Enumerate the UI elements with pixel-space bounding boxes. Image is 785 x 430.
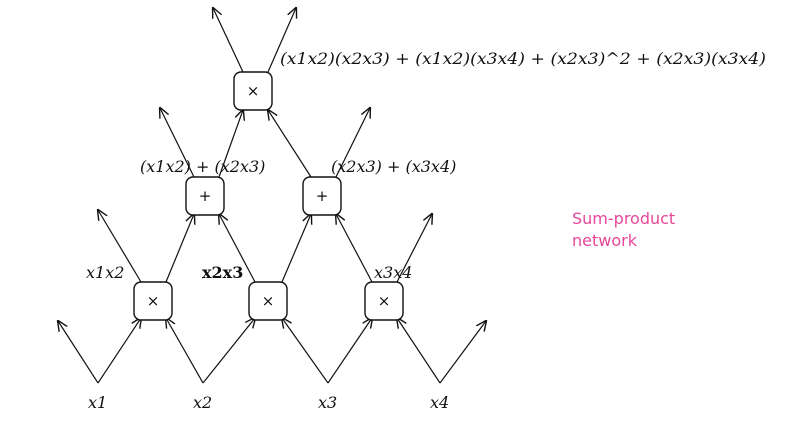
edge-prod-top-out-left [213, 8, 244, 73]
edge-sum-left-prod-top [218, 110, 243, 178]
product-bottom-mid-symbol: × [262, 292, 275, 310]
sum-left-symbol: + [199, 187, 212, 205]
sum-right-symbol: + [316, 187, 329, 205]
input-label-x4: x4 [430, 393, 449, 412]
label-top-expression: (x1x2)(x2x3) + (x1x2)(x3x4) + (x2x3)^2 +… [280, 49, 766, 68]
label-prod-right: x3x4 [374, 263, 412, 282]
edge-prod-left-out [98, 210, 142, 283]
edge-x4-prod-right [397, 318, 441, 384]
edge-sum-left-out [160, 108, 195, 178]
edge-prod-left-sum-left [165, 214, 194, 283]
edge-x1-prod-left [97, 318, 141, 384]
node-product-top: × [233, 71, 273, 111]
label-sum-left: (x1x2) + (x2x3) [140, 157, 265, 176]
input-label-x1: x1 [88, 393, 107, 412]
edge-x2-prod-left [166, 318, 204, 384]
edge-x4-out [439, 321, 486, 384]
edge-sum-right-out [335, 108, 370, 178]
edges [58, 8, 486, 384]
edge-prod-mid-sum-left [219, 214, 256, 283]
edge-prod-right-out [396, 214, 432, 283]
edge-prod-right-sum-right [336, 214, 373, 283]
label-prod-left: x1x2 [86, 263, 124, 282]
diagram-caption: Sum-product network [572, 208, 722, 252]
input-label-x2: x2 [193, 393, 212, 412]
node-product-bottom-left: × [133, 281, 173, 321]
caption-line-2: network [572, 231, 637, 250]
product-bottom-left-symbol: × [147, 292, 160, 310]
edge-x3-prod-right [327, 318, 372, 384]
edge-x1-out [58, 321, 99, 384]
input-label-x3: x3 [318, 393, 337, 412]
label-prod-mid: x2x3 [202, 263, 243, 282]
node-sum-left: + [185, 176, 225, 216]
product-top-symbol: × [247, 82, 260, 100]
edge-prod-top-out-right [267, 8, 296, 73]
node-product-bottom-right: × [364, 281, 404, 321]
node-sum-right: + [302, 176, 342, 216]
label-sum-right: (x2x3) + (x3x4) [331, 157, 456, 176]
product-bottom-right-symbol: × [378, 292, 391, 310]
caption-line-1: Sum-product [572, 209, 676, 228]
edge-x3-prod-mid [282, 318, 329, 384]
node-product-bottom-mid: × [248, 281, 288, 321]
edge-sum-right-prod-top [268, 110, 312, 178]
edge-prod-mid-sum-right [281, 214, 311, 283]
edge-x2-prod-mid [202, 318, 255, 384]
